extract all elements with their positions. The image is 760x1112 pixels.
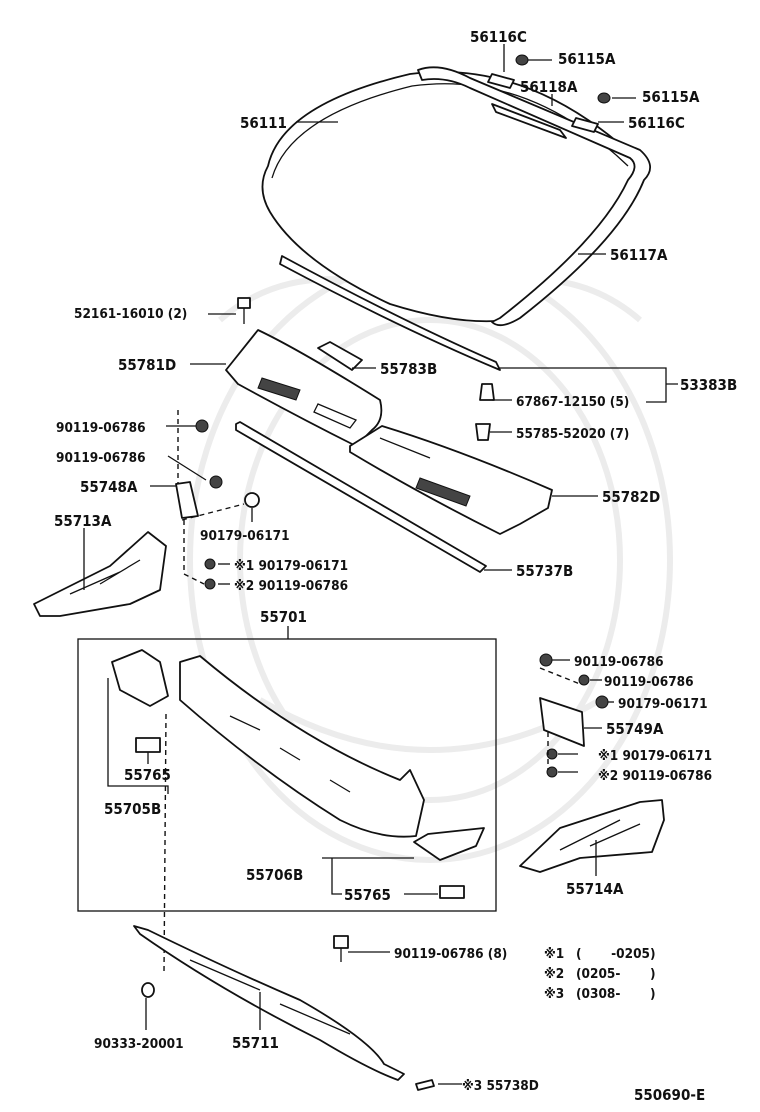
fastener-56115A-top[interactable] xyxy=(515,54,529,66)
cowl-panel-left-bracket[interactable] xyxy=(111,649,169,707)
nut-mark1-left[interactable] xyxy=(204,558,216,570)
label-55701: 55701 xyxy=(260,608,307,626)
bolt-90119-right-2[interactable] xyxy=(578,674,590,686)
legend-range-2: (0205- ) xyxy=(576,966,656,982)
cowl-side-panel-55714A[interactable] xyxy=(519,799,665,873)
label-90119-a: 90119-06786 xyxy=(56,420,146,436)
leader-lines xyxy=(83,44,678,1085)
cowl-top-panel[interactable] xyxy=(179,655,425,838)
nut-90179-right[interactable] xyxy=(595,695,609,709)
label-53383B: 53383B xyxy=(680,376,737,394)
label-56118A: 56118A xyxy=(520,78,578,96)
lower-weatherstrip[interactable] xyxy=(279,255,501,371)
nut-mark1-right[interactable] xyxy=(546,748,558,760)
label-55713A: 55713A xyxy=(54,512,112,530)
bolt-mark2-left[interactable] xyxy=(204,578,216,590)
label-56111: 56111 xyxy=(240,114,287,132)
legend-mark-3: ※3 xyxy=(544,986,564,1002)
plug-90333[interactable] xyxy=(141,982,155,998)
bracket-55748A[interactable] xyxy=(175,481,199,519)
cowl-side-panel-55713A[interactable] xyxy=(33,531,167,617)
bolt-90119-right-1[interactable] xyxy=(539,653,553,667)
cowl-assembly-frame xyxy=(77,638,497,912)
label-55714A: 55714A xyxy=(566,880,624,898)
label-56116C-top: 56116C xyxy=(470,28,527,46)
clip-52161[interactable] xyxy=(237,297,251,324)
bolt-mark2-right[interactable] xyxy=(546,766,558,778)
diagram-id: 550690-E xyxy=(634,1086,705,1104)
label-55782D: 55782D xyxy=(602,488,660,506)
molding-clip-56116C-right[interactable] xyxy=(571,117,599,133)
legend-range-1: ( -0205) xyxy=(576,946,656,962)
label-55738D: ※3 55738D xyxy=(462,1078,539,1094)
molding-clip-56116C-top[interactable] xyxy=(487,73,515,89)
cowl-side-bracket-55706B[interactable] xyxy=(413,827,485,861)
label-67867: 67867-12150 (5) xyxy=(516,394,629,410)
label-mark1-right: ※1 90179-06171 xyxy=(598,748,712,764)
label-55783B: 55783B xyxy=(380,360,437,378)
label-mark2-right: ※2 90119-06786 xyxy=(598,768,712,784)
label-56115A-right: 56115A xyxy=(642,88,700,106)
label-90119-b: 90119-06786 xyxy=(56,450,146,466)
pad-55765-left[interactable] xyxy=(135,737,161,753)
label-55737B: 55737B xyxy=(516,562,573,580)
bolt-90119-left-b[interactable] xyxy=(209,475,223,489)
label-90179-left: 90179-06171 xyxy=(200,528,290,544)
cowl-seal-55737B[interactable] xyxy=(235,421,487,573)
label-90333: 90333-20001 xyxy=(94,1036,184,1052)
label-55785: 55785-52020 (7) xyxy=(516,426,629,442)
leader-90333 xyxy=(163,713,167,973)
legend-mark-2: ※2 xyxy=(544,966,564,982)
nut-90179-left[interactable] xyxy=(244,492,260,508)
label-56116C-right: 56116C xyxy=(628,114,685,132)
label-56117A: 56117A xyxy=(610,246,668,264)
fastener-56115A-right[interactable] xyxy=(597,92,611,104)
cowl-louver-cap-55783B[interactable] xyxy=(317,341,363,371)
legend-range-3: (0308- ) xyxy=(576,986,656,1002)
label-55765-left: 55765 xyxy=(124,766,171,784)
lower-cowl-panel-55711[interactable] xyxy=(133,925,405,1081)
clip-55785[interactable] xyxy=(475,423,491,441)
legend: ※1 ( -0205) ※2 (0205- ) ※3 (0308- ) xyxy=(544,946,656,1002)
label-55749A: 55749A xyxy=(606,720,664,738)
bracket-55749A[interactable] xyxy=(539,697,585,747)
label-90179-right: 90179-06171 xyxy=(618,696,708,712)
cowl-louver-left-55781D[interactable] xyxy=(225,329,383,447)
cowl-louver-right-55782D[interactable] xyxy=(349,425,553,535)
label-90119-r2: 90119-06786 xyxy=(604,674,694,690)
label-55706B: 55706B xyxy=(246,866,303,884)
label-90119-8: 90119-06786 (8) xyxy=(394,946,507,962)
clip-67867[interactable] xyxy=(479,383,495,401)
seal-55738D[interactable] xyxy=(415,1079,435,1091)
label-55705B: 55705B xyxy=(104,800,161,818)
label-55765-right: 55765 xyxy=(344,886,391,904)
label-90119-r1: 90119-06786 xyxy=(574,654,664,670)
label-mark1-left: ※1 90179-06171 xyxy=(234,558,348,574)
legend-mark-1: ※1 xyxy=(544,946,564,962)
label-52161: 52161-16010 (2) xyxy=(74,306,187,322)
label-55748A: 55748A xyxy=(80,478,138,496)
label-55781D: 55781D xyxy=(118,356,176,374)
label-55711: 55711 xyxy=(232,1034,279,1052)
bolt-90119-left-a[interactable] xyxy=(195,419,209,433)
label-56115A-top: 56115A xyxy=(558,50,616,68)
upper-molding-56118A[interactable] xyxy=(491,103,567,139)
pad-55765-right[interactable] xyxy=(439,885,465,899)
bolt-90119-8[interactable] xyxy=(333,935,349,962)
label-mark2-left: ※2 90119-06786 xyxy=(234,578,348,594)
